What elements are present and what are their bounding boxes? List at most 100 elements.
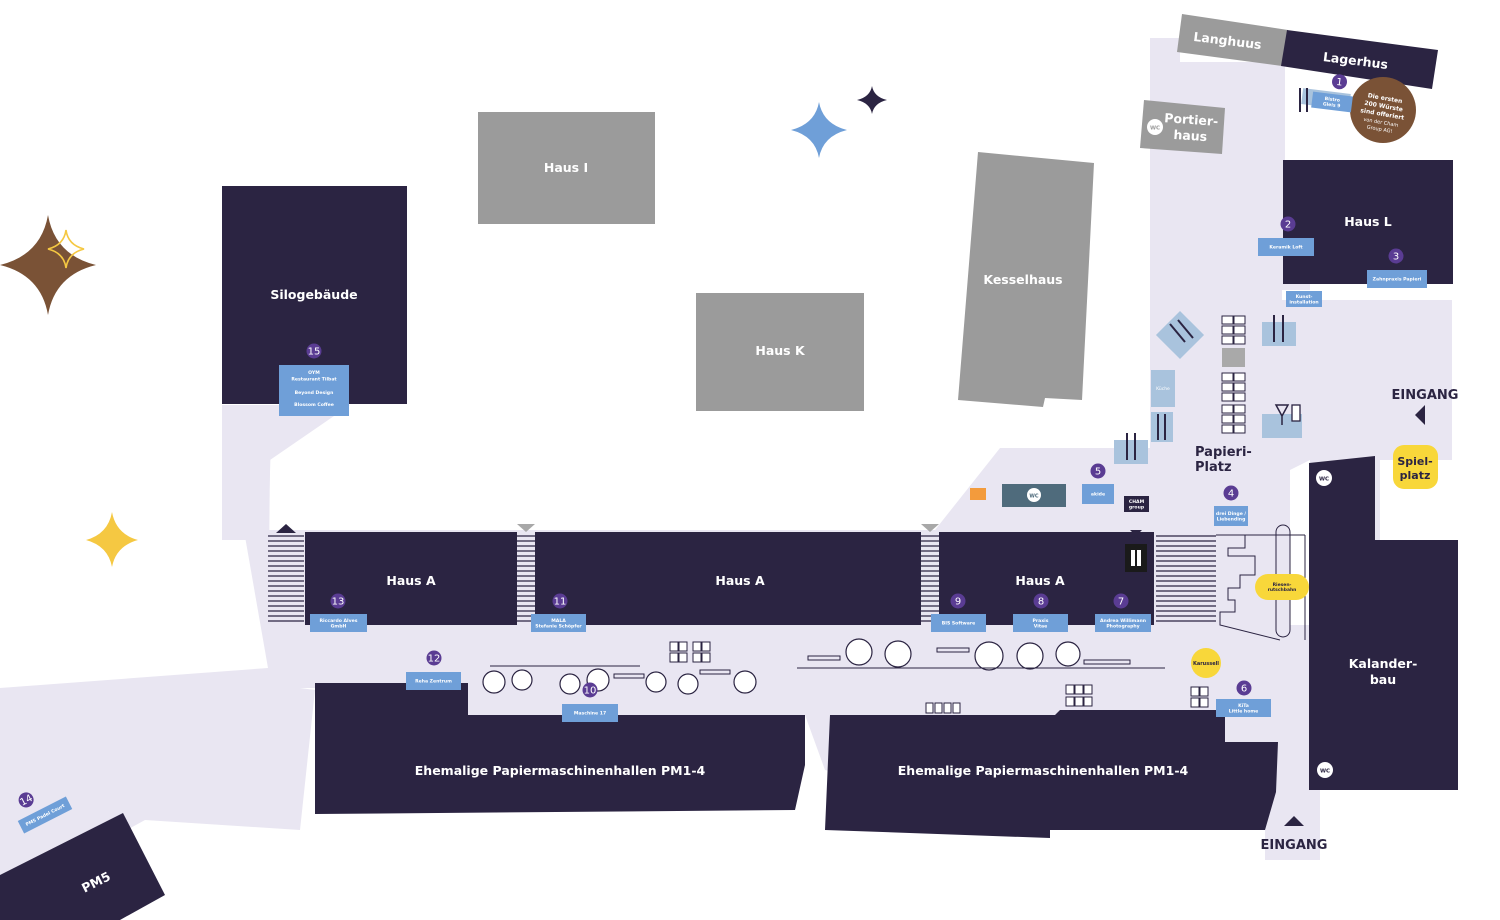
station-tag[interactable] xyxy=(931,614,986,632)
station-tag[interactable] xyxy=(1214,506,1248,526)
seating-area xyxy=(1222,348,1245,367)
station-tag[interactable] xyxy=(1013,614,1068,632)
building-portierhaus: WC Portier- haus xyxy=(1140,100,1225,154)
station-tag[interactable] xyxy=(562,704,618,722)
station-tag[interactable] xyxy=(1095,614,1151,632)
station-tag[interactable] xyxy=(1082,484,1114,504)
wc-icon: WC xyxy=(1029,494,1039,500)
tag-label: CHAM xyxy=(1129,499,1145,505)
tree-icon xyxy=(482,638,1081,695)
station-tag[interactable] xyxy=(310,614,367,632)
number-badge xyxy=(330,593,346,609)
entrance-bottom[interactable]: EINGANG xyxy=(1261,816,1328,853)
building-haus-i: Haus I xyxy=(478,112,655,224)
riesenrutschbahn[interactable]: Riesen- rutschbahn xyxy=(1255,574,1309,600)
number-badge xyxy=(1033,593,1049,609)
station-tag[interactable] xyxy=(531,614,586,632)
number-badge-label: 11 xyxy=(554,597,567,608)
svg-text:Platz: Platz xyxy=(1195,460,1232,475)
station-tag-label: akide xyxy=(1091,492,1105,498)
station-tag-label: Stefanie Schöpfer xyxy=(535,623,582,629)
number-badge-label: 1 xyxy=(1336,77,1344,89)
station-tag-label: Riccardo Alves xyxy=(320,618,358,624)
svg-text:Riesen-: Riesen- xyxy=(1273,582,1292,588)
building-lagerhus: Lagerhus xyxy=(1281,30,1438,89)
svg-text:Haus K: Haus K xyxy=(755,343,806,358)
svg-text:Haus A: Haus A xyxy=(1015,573,1065,588)
station-tag[interactable] xyxy=(1311,91,1353,113)
station-3[interactable]: Zahnpraxis Papieri 3 xyxy=(1367,248,1427,289)
kueche-area: Küche xyxy=(1151,370,1175,407)
station-tag[interactable] xyxy=(1367,270,1427,288)
station-tag-label: Andrea Willimann xyxy=(1100,618,1146,624)
svg-text:Group AG!: Group AG! xyxy=(1366,124,1393,134)
cutlery-icon xyxy=(1151,412,1173,442)
svg-text:EINGANG: EINGANG xyxy=(1261,838,1328,853)
svg-text:platz: platz xyxy=(1400,469,1431,482)
station-tag-label: Photography xyxy=(1106,623,1139,629)
number-badge xyxy=(1090,463,1106,479)
wc-icon: WC xyxy=(1319,477,1329,483)
building-kesselhaus: Kesselhaus xyxy=(958,152,1094,407)
number-badge xyxy=(1236,680,1252,696)
station-tag-label: MALA xyxy=(551,618,566,624)
station-tag[interactable] xyxy=(1216,699,1271,717)
number-badge xyxy=(18,792,34,808)
entrance-right[interactable]: EINGANG xyxy=(1392,388,1459,425)
svg-text:Kalander-: Kalander- xyxy=(1349,656,1418,671)
station-tag-label: KiTa xyxy=(1238,703,1249,709)
karussell[interactable]: Karussell xyxy=(1191,648,1221,678)
station-tag[interactable] xyxy=(279,365,349,416)
svg-text:Karussell: Karussell xyxy=(1193,661,1219,667)
svg-text:bau: bau xyxy=(1370,672,1396,687)
number-badge-label: 9 xyxy=(955,597,961,608)
svg-text:Silogebäude: Silogebäude xyxy=(270,287,357,302)
papieri-platz-label: Papieri- Platz xyxy=(1195,445,1252,475)
number-badge-label: 12 xyxy=(428,654,441,665)
building-haus-a-mid: Haus A xyxy=(535,532,921,625)
star-icon xyxy=(0,215,96,315)
station-tag[interactable] xyxy=(17,796,73,834)
svg-text:Portier-: Portier- xyxy=(1164,110,1219,129)
svg-text:Haus A: Haus A xyxy=(715,573,765,588)
svg-text:rutschbahn: rutschbahn xyxy=(1268,587,1297,593)
number-badge-label: 7 xyxy=(1118,597,1124,608)
station-tag-label: Bistro xyxy=(1324,96,1340,104)
number-badge-label: 3 xyxy=(1393,252,1399,263)
station-tag-label: Vitae xyxy=(1034,623,1047,629)
svg-text:Haus L: Haus L xyxy=(1344,214,1392,229)
station-tag[interactable] xyxy=(406,672,461,690)
number-badge xyxy=(552,593,568,609)
building-langhuus: Langhuus xyxy=(1177,14,1288,66)
station-tag-label: Gleis 9 xyxy=(1322,101,1340,109)
svg-text:Kesselhaus: Kesselhaus xyxy=(983,272,1062,287)
number-badge-label: 13 xyxy=(332,597,345,608)
station-tag-label: Liebending xyxy=(1217,516,1246,522)
building-haus-a-right: Haus A xyxy=(939,532,1154,625)
kunstinstallation-tag[interactable]: Kunst-installation xyxy=(1286,291,1322,307)
number-badge xyxy=(950,593,966,609)
station-tag-label: Maschine 17 xyxy=(574,711,606,717)
promo-badge: Die ersten 200 Würste sind offeriert von… xyxy=(1350,77,1416,143)
station-tag-label: Zahnpraxis Papieri xyxy=(1373,277,1422,283)
glass-icon xyxy=(1262,404,1302,438)
svg-text:Spiel-: Spiel- xyxy=(1397,455,1432,468)
svg-text:Ehemalige Papiermaschinenhalle: Ehemalige Papiermaschinenhallen PM1-4 xyxy=(415,763,706,778)
station-tag[interactable] xyxy=(1258,238,1314,256)
spielplatz[interactable]: Spiel- platz xyxy=(1393,445,1438,489)
